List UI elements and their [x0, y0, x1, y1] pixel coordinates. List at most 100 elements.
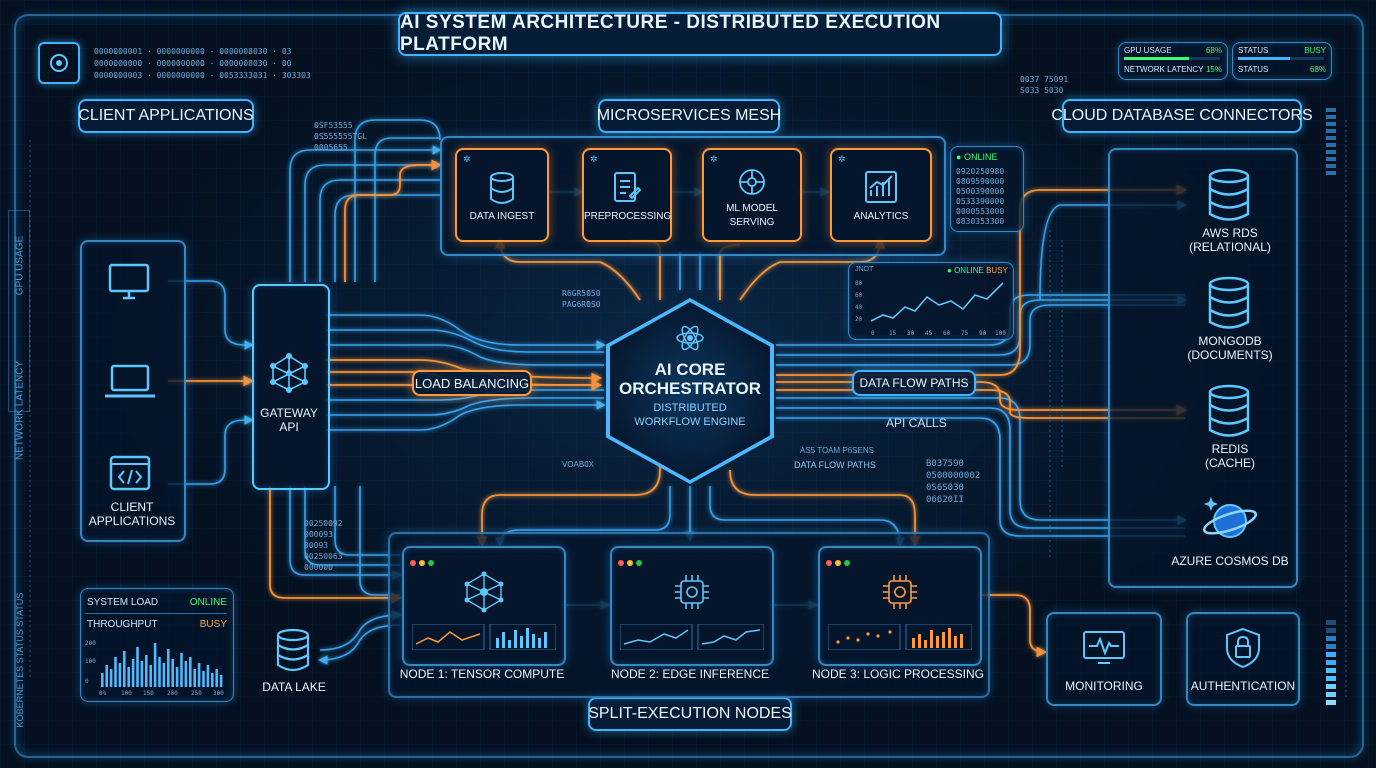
online-status: ● ONLINE: [956, 152, 998, 162]
throughput-label: THROUGHPUT: [87, 619, 158, 630]
code-line: 0000000001 · 0000000000 · 0000008030 · 0…: [94, 47, 292, 56]
gateway-api-box[interactable]: [252, 284, 330, 490]
mongodb-label: MONGODB (DOCUMENTS): [1170, 334, 1290, 362]
code-line: 0500390000: [956, 187, 1005, 196]
x-tick: 0%: [99, 690, 107, 697]
throughput-bar: [175, 667, 179, 687]
aws-rds-database-icon[interactable]: [1204, 166, 1254, 224]
throughput-bar: [105, 665, 108, 687]
throughput-bar: [219, 675, 223, 687]
mongodb-database-icon[interactable]: [1204, 274, 1254, 332]
node-sparkline: [828, 624, 972, 650]
label-data-flow-paths-small: DATA FLOW PATHS: [794, 460, 876, 470]
y-tick: 100: [85, 658, 96, 665]
monitoring-box[interactable]: MONITORING: [1046, 612, 1162, 706]
gpu-usage-bar: [1124, 57, 1220, 60]
data-lake-database-icon[interactable]: [272, 626, 314, 674]
code-line: 0830353300: [956, 217, 1005, 226]
database-icon: [484, 168, 520, 208]
y-tick: 80: [855, 280, 863, 287]
database-connectors-panel: [1108, 148, 1298, 588]
service-analytics[interactable]: ✲ ANALYTICS: [830, 148, 932, 242]
x-tick: 30: [907, 330, 915, 337]
code-block: R6GR5050 PAG6R0S0: [562, 289, 601, 309]
gpu-usage-value: 68%: [1205, 46, 1222, 55]
y-tick: 60: [855, 292, 863, 299]
throughput-bar: [171, 659, 174, 687]
code-line: 0000000003 · 0000000000 · 0053333031 · 3…: [94, 71, 311, 80]
code-line: 0809590000: [956, 177, 1005, 186]
code-window-icon[interactable]: [106, 452, 154, 494]
shield-lock-icon: [1221, 626, 1265, 670]
status-bar: [1238, 57, 1324, 60]
monitoring-label: MONITORING: [1065, 679, 1143, 693]
section-microservices-mesh: MICROSERVICES MESH: [597, 99, 781, 133]
status-value: 68%: [1309, 65, 1326, 74]
node-tensor-compute[interactable]: [402, 546, 566, 666]
mini-chart-line: [870, 282, 1004, 322]
ai-core-orchestrator[interactable]: [606, 298, 774, 484]
x-tick: 0: [871, 330, 875, 337]
service-label: ANALYTICS: [853, 211, 909, 222]
throughput-bar: [114, 657, 117, 687]
service-data-ingest[interactable]: ✲ DATA INGEST: [455, 148, 549, 242]
x-tick: 100: [995, 330, 1006, 337]
throughput-bar: [153, 643, 157, 687]
desktop-monitor-icon[interactable]: [104, 258, 154, 306]
node-2-label: NODE 2: EDGE INFERENCE: [610, 667, 770, 681]
gear-icon: ✲: [590, 154, 598, 164]
authentication-box[interactable]: AUTHENTICATION: [1186, 612, 1300, 706]
side-label-network-latency: NETWORK LATENCY: [14, 360, 26, 461]
x-tick: 100: [121, 690, 132, 697]
side-label-kubernetes-status: KOBERNETES STATUS STATUS: [15, 592, 25, 728]
system-load-label: SYSTEM LOAD: [87, 597, 159, 608]
throughput-bar: [145, 655, 148, 687]
throughput-bar: [211, 673, 214, 687]
network-graph-icon: [266, 350, 312, 396]
throughput-bar: [136, 647, 139, 687]
label-small-top: AS5 TOAM P6SENS: [800, 446, 874, 455]
service-ml-model-serving[interactable]: ✲ ML MODEL SERVING: [702, 148, 802, 242]
document-icon: [609, 168, 645, 208]
online-code-panel: ● ONLINE 0920250980 0809590000 050039000…: [950, 146, 1024, 232]
label-small-code: VOAB0X: [562, 460, 595, 469]
throughput-bar: [109, 669, 113, 687]
system-online-label: ONLINE: [189, 597, 227, 608]
gateway-api-label: GATEWAY API: [252, 406, 326, 434]
x-tick: 60: [943, 330, 951, 337]
x-tick: 15: [889, 330, 897, 337]
node-edge-inference[interactable]: [610, 546, 774, 666]
throughput-bar: [158, 657, 161, 687]
mini-line-chart: JNOT ● ONLINE BUSY 80 60 40 20 0 15 30 4…: [848, 262, 1014, 340]
throughput-bar: [162, 663, 166, 687]
atom-icon: [674, 322, 706, 354]
core-title: AI CORE ORCHESTRATOR: [606, 360, 774, 398]
mini-chart-status: ● ONLINE BUSY: [947, 266, 1008, 275]
aws-rds-label: AWS RDS (RELATIONAL): [1170, 226, 1290, 254]
node-sparkline: [412, 624, 556, 650]
y-tick: 200: [85, 640, 96, 647]
side-panel: [8, 210, 30, 412]
label-data-flow-paths: DATA FLOW PATHS: [852, 370, 976, 396]
window-dots-icon: [618, 553, 645, 571]
throughput-bar: [101, 673, 104, 687]
throughput-bar: [202, 671, 205, 687]
neural-network-icon: [462, 570, 506, 614]
redis-database-icon[interactable]: [1204, 382, 1254, 440]
x-tick: 150: [143, 690, 154, 697]
laptop-icon[interactable]: [100, 358, 160, 406]
mini-chart-online: ONLINE: [954, 266, 984, 275]
gpu-stats-panel: GPU USAGE 68% NETWORK LATENCY 15%: [1118, 42, 1228, 80]
node-logic-processing[interactable]: [818, 546, 982, 666]
core-title-line2: ORCHESTRATOR: [619, 379, 761, 398]
throughput-bar-chart: 200 100 0 0% 100 150 200 250 300: [85, 640, 224, 697]
throughput-busy-label: BUSY: [199, 619, 227, 630]
emblem-icon: [38, 42, 80, 84]
throughput-bar: [140, 661, 144, 687]
code-block: B037590 0500000002 0S6S030 06620II: [926, 459, 981, 505]
code-block: 0037 75091 S033 5030: [1020, 75, 1069, 95]
azure-cosmos-planet-icon[interactable]: [1198, 490, 1262, 548]
window-dots-icon: [826, 553, 853, 571]
core-title-line1: AI CORE: [654, 360, 726, 379]
service-preprocessing[interactable]: ✲ PREPROCESSING: [582, 148, 672, 242]
